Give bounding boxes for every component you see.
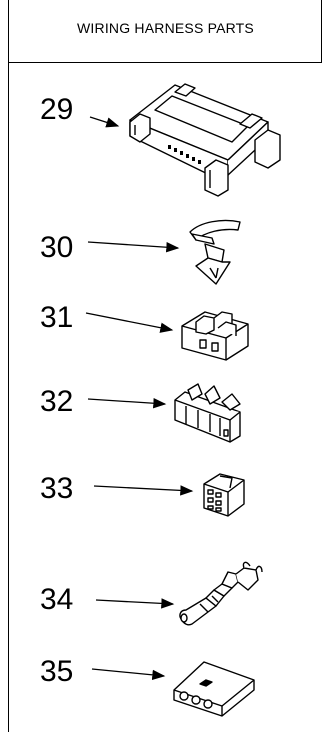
leader-arrow-34 — [95, 598, 175, 609]
header-divider — [8, 62, 322, 63]
connector-housing-large-icon — [129, 83, 281, 197]
leader-arrow-30 — [87, 241, 180, 253]
part-number-30: 30 — [40, 231, 74, 264]
leader-arrow-29 — [89, 116, 120, 128]
leader-arrow-31 — [85, 312, 174, 333]
part-number-33: 33 — [40, 472, 74, 505]
part-number-29: 29 — [40, 93, 74, 126]
connector-2-pin-icon — [173, 661, 255, 717]
connector-multi-pin-icon — [174, 383, 241, 443]
header-title: WIRING HARNESS PARTS — [77, 20, 254, 36]
leader-arrow-35 — [91, 668, 166, 681]
part-number-31: 31 — [40, 301, 74, 334]
frame-right-border — [321, 0, 322, 62]
leader-arrow-33 — [93, 485, 194, 496]
leader-arrow-32 — [87, 398, 167, 409]
frame-left-border — [8, 0, 9, 732]
connector-3-pin-icon — [181, 311, 249, 361]
terminal-icon — [179, 561, 263, 626]
connector-6-pin-icon — [203, 473, 245, 517]
part-number-35: 35 — [40, 655, 74, 688]
wire-clip-icon — [189, 219, 241, 285]
part-number-34: 34 — [40, 583, 74, 616]
part-number-32: 32 — [40, 385, 74, 418]
